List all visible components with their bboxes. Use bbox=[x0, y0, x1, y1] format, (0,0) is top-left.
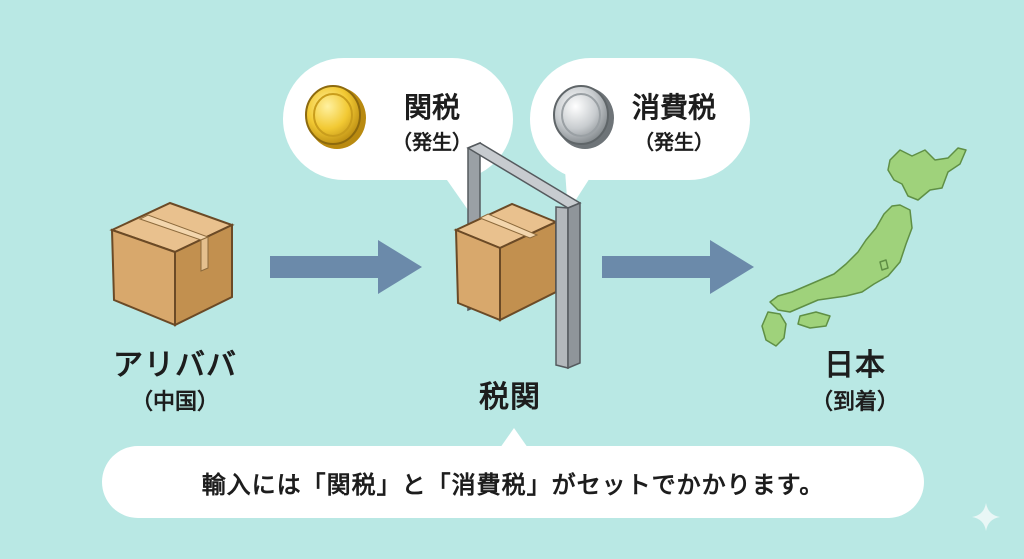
destination-status: （到着） bbox=[810, 390, 899, 415]
consumption-tax-title: 消費税 bbox=[631, 91, 716, 124]
tariff-sub: （発生） bbox=[392, 130, 472, 154]
caption: 輸入には「関税」と「消費税」がセットでかかります。 bbox=[102, 446, 924, 518]
bubble-tariff-text: 関税 （発生） bbox=[384, 86, 480, 155]
source-name: アリババ bbox=[113, 348, 237, 383]
tariff-title: 関税 bbox=[403, 91, 460, 124]
source-region: （中国） bbox=[130, 390, 219, 415]
bubble-consumption-tax-text: 消費税 （発生） bbox=[622, 86, 726, 155]
arrow-source-to-customs bbox=[270, 240, 422, 294]
caption-bubble bbox=[102, 428, 924, 518]
caption-text: 輸入には「関税」と「消費税」がセットでかかります。 bbox=[201, 470, 825, 499]
gold-coin-icon bbox=[305, 85, 366, 149]
bubble-consumption-tax bbox=[530, 58, 750, 212]
destination-label: 日本 （到着） bbox=[790, 340, 920, 416]
customs-name: 税関 bbox=[479, 380, 541, 415]
destination-name: 日本 bbox=[824, 348, 886, 383]
silver-coin-icon bbox=[553, 85, 614, 149]
consumption-tax-sub: （発生） bbox=[634, 130, 714, 154]
customs-gate-front-post bbox=[555, 201, 581, 370]
source-label: アリババ （中国） bbox=[90, 340, 260, 416]
arrow-customs-to-japan bbox=[602, 240, 754, 294]
sparkle-icon bbox=[972, 503, 1000, 531]
bubble-tariff bbox=[283, 58, 513, 210]
customs-label: 税関 bbox=[460, 372, 560, 416]
source-package-icon bbox=[109, 201, 235, 327]
japan-map-icon bbox=[761, 147, 967, 347]
